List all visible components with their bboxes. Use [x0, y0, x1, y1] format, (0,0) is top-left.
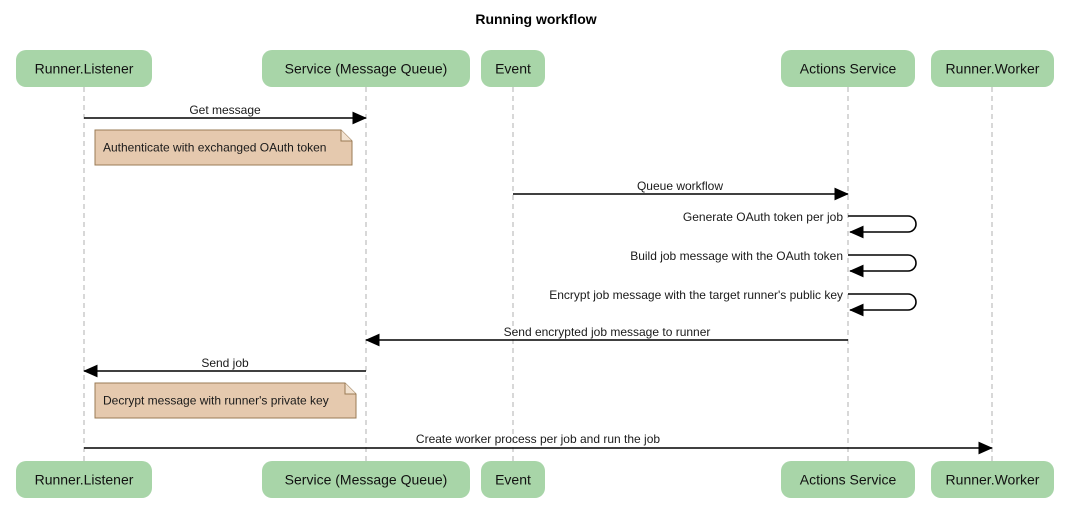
- note-fold-corner-icon: [344, 383, 356, 395]
- message-label: Queue workflow: [637, 179, 723, 193]
- participant-label: Event: [495, 472, 531, 488]
- page-title: Running workflow: [475, 11, 596, 27]
- message-send-encrypted-job-message[interactable]: Send encrypted job message to runner: [365, 325, 848, 347]
- participant-box: [16, 461, 152, 498]
- note-fold-corner-icon: [340, 130, 352, 142]
- participant-runner-listener[interactable]: Runner.Listener: [16, 461, 152, 498]
- participant-box: [262, 461, 470, 498]
- participant-actions-service[interactable]: Actions Service: [781, 50, 915, 87]
- participant-box: [481, 50, 545, 87]
- message-label: Send job: [201, 356, 249, 370]
- participant-label: Service (Message Queue): [285, 472, 448, 488]
- message-create-worker-process[interactable]: Create worker process per job and run th…: [84, 432, 993, 455]
- participant-box: [781, 50, 915, 87]
- message-send-job[interactable]: Send job: [83, 356, 366, 378]
- participant-event[interactable]: Event: [481, 461, 545, 498]
- self-message-path: [848, 293, 917, 317]
- note-label: Authenticate with exchanged OAuth token: [103, 141, 326, 155]
- message-label: Get message: [189, 103, 261, 117]
- participant-box: [931, 50, 1054, 87]
- participant-event[interactable]: Event: [481, 50, 545, 87]
- participant-service-queue[interactable]: Service (Message Queue): [262, 50, 470, 87]
- note-body: [94, 382, 357, 419]
- participant-box: [481, 461, 545, 498]
- message-label: Create worker process per job and run th…: [416, 432, 660, 446]
- message-label: Encrypt job message with the target runn…: [549, 288, 843, 302]
- participant-label: Runner.Worker: [946, 472, 1040, 488]
- participant-label: Runner.Listener: [35, 61, 134, 77]
- participant-box: [262, 50, 470, 87]
- participant-actions-service[interactable]: Actions Service: [781, 461, 915, 498]
- note-decrypt[interactable]: Decrypt message with runner's private ke…: [94, 382, 357, 419]
- participant-service-queue[interactable]: Service (Message Queue): [262, 461, 470, 498]
- participants-bottom-row: Runner.Listener Service (Message Queue) Ev…: [16, 461, 1054, 498]
- participant-label: Actions Service: [800, 61, 897, 77]
- note-body: [94, 129, 353, 166]
- message-build-job-message[interactable]: Build job message with the OAuth token: [630, 249, 917, 278]
- participant-box: [781, 461, 915, 498]
- message-label: Send encrypted job message to runner: [504, 325, 711, 339]
- participant-runner-worker[interactable]: Runner.Worker: [931, 461, 1054, 498]
- participants-top-row: Runner.Listener Service (Message Queue) Ev…: [16, 50, 1054, 87]
- message-queue-workflow[interactable]: Queue workflow: [513, 179, 849, 201]
- participant-runner-listener[interactable]: Runner.Listener: [16, 50, 152, 87]
- participant-label: Service (Message Queue): [285, 61, 448, 77]
- participant-runner-worker[interactable]: Runner.Worker: [931, 50, 1054, 87]
- self-message-path: [848, 215, 917, 239]
- participant-box: [931, 461, 1054, 498]
- note-authenticate[interactable]: Authenticate with exchanged OAuth token: [94, 129, 353, 166]
- message-label: Build job message with the OAuth token: [630, 249, 843, 263]
- notes-layer: Authenticate with exchanged OAuth tokenD…: [94, 129, 357, 419]
- note-label: Decrypt message with runner's private ke…: [103, 394, 329, 408]
- message-encrypt-job-message[interactable]: Encrypt job message with the target runn…: [549, 288, 917, 317]
- self-message-path: [848, 254, 917, 278]
- message-get-message[interactable]: Get message: [84, 103, 367, 125]
- message-generate-oauth-token[interactable]: Generate OAuth token per job: [683, 210, 917, 239]
- participant-label: Actions Service: [800, 472, 897, 488]
- participant-box: [16, 50, 152, 87]
- participant-label: Runner.Listener: [35, 472, 134, 488]
- message-label: Generate OAuth token per job: [683, 210, 843, 224]
- participant-label: Runner.Worker: [946, 61, 1040, 77]
- participant-label: Event: [495, 61, 531, 77]
